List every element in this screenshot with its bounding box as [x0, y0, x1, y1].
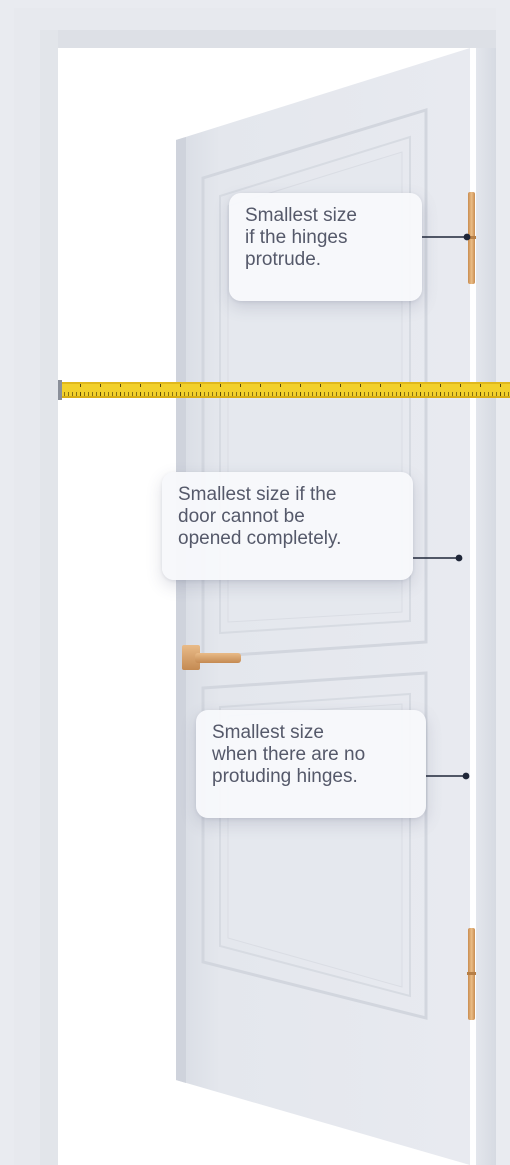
callout-no-protruding-hinges: Smallest size when there are no protudin… — [196, 710, 426, 818]
measuring-tape-icon — [58, 380, 510, 400]
callout-hinges-protrude: Smallest size if the hinges protrude. — [229, 193, 422, 301]
callout-door-not-fully-open: Smallest size if the door cannot be open… — [162, 472, 413, 580]
hinge-icon-bottom — [467, 928, 476, 1020]
